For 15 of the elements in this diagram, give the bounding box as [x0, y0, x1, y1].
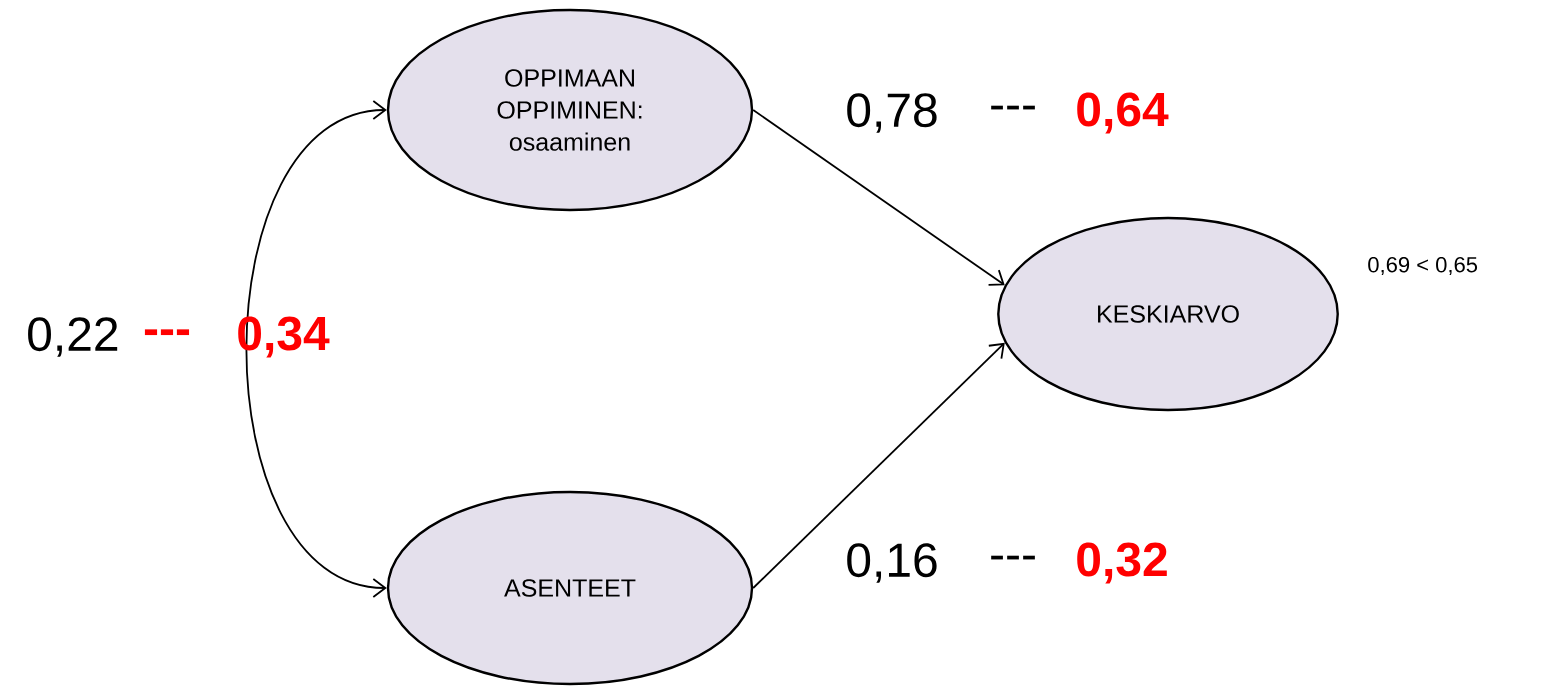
arrow	[245, 100, 387, 598]
ellipse-node: ASENTEET	[386, 490, 754, 686]
coefficient-label: ---	[144, 329, 190, 336]
coefficient-label: 0,22	[28, 317, 118, 357]
beside-text: 0,69 < 0,65	[1368, 256, 1478, 276]
coefficient-label: ---	[991, 105, 1035, 110]
coefficient-label: 0,78	[847, 93, 937, 133]
coefficient-label: 0,64	[1077, 92, 1169, 134]
coefficient-label: ---	[991, 555, 1035, 560]
coefficient-label: 0,16	[847, 543, 937, 583]
ellipse-node: OPPIMAAN OPPIMINEN: osaaminen	[386, 8, 754, 212]
ellipse-node: KESKIARVO	[997, 216, 1339, 412]
coefficient-label: 0,32	[1077, 542, 1167, 584]
arrow	[752, 342, 1005, 589]
arrow	[752, 109, 1005, 286]
